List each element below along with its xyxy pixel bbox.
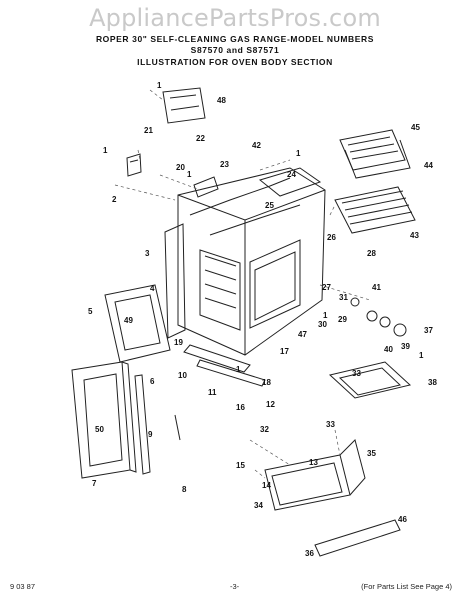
door-inner-panel xyxy=(104,284,171,363)
part-number-label: 1 xyxy=(103,146,108,155)
valve-ring xyxy=(393,323,407,337)
part-number-label: 5 xyxy=(88,307,93,316)
part-number-label: 1 xyxy=(296,149,301,158)
side-panel xyxy=(164,223,186,339)
diagram-title: ROPER 30" SELF-CLEANING GAS RANGE-MODEL … xyxy=(95,34,375,44)
part-number-label: 36 xyxy=(305,549,314,558)
hinge-bracket xyxy=(126,153,142,177)
part-number-label: 20 xyxy=(176,163,185,172)
oven-rack xyxy=(334,186,416,234)
part-number-label: 46 xyxy=(398,515,407,524)
diagram-subtitle: ILLUSTRATION FOR OVEN BODY SECTION xyxy=(137,57,333,67)
part-number-label: 2 xyxy=(112,195,117,204)
valve-knob xyxy=(379,316,391,328)
part-number-label: 8 xyxy=(182,485,187,494)
part-number-label: 17 xyxy=(280,347,289,356)
door-hinge xyxy=(174,414,181,441)
igniter xyxy=(350,297,360,307)
part-number-label: 14 xyxy=(262,481,271,490)
part-number-label: 19 xyxy=(174,338,183,347)
part-number-label: 10 xyxy=(178,371,187,380)
oven-door xyxy=(71,361,151,479)
rear-bracket xyxy=(162,87,206,124)
part-number-label: 29 xyxy=(338,315,347,324)
door-gasket xyxy=(183,344,251,373)
part-number-label: 26 xyxy=(327,233,336,242)
oven-body xyxy=(177,167,326,356)
part-number-label: 1 xyxy=(419,351,424,360)
part-number-label: 45 xyxy=(411,123,420,132)
part-number-label: 31 xyxy=(339,293,348,302)
part-number-label: 23 xyxy=(220,160,229,169)
part-number-label: 4 xyxy=(150,284,155,293)
part-number-label: 3 xyxy=(145,249,150,258)
part-number-label: 1 xyxy=(157,81,162,90)
part-number-label: 1 xyxy=(236,365,241,374)
part-number-label: 9 xyxy=(148,430,153,439)
part-number-label: 41 xyxy=(372,283,381,292)
part-number-label: 7 xyxy=(92,479,97,488)
part-number-label: 37 xyxy=(424,326,433,335)
part-number-label: 12 xyxy=(266,400,275,409)
part-number-label: 33 xyxy=(352,369,361,378)
part-number-label: 15 xyxy=(236,461,245,470)
part-number-label: 49 xyxy=(124,316,133,325)
footer-date: 9 03 87 xyxy=(10,582,36,591)
part-number-label: 40 xyxy=(384,345,393,354)
door-hinge-rod xyxy=(196,359,266,387)
part-number-label: 1 xyxy=(187,170,192,179)
part-number-label: 11 xyxy=(208,388,217,397)
broiler-pan xyxy=(339,129,411,179)
parts-list-reference: (For Parts List See Page 4) xyxy=(361,582,452,591)
storage-drawer xyxy=(264,439,366,511)
part-number-label: 34 xyxy=(254,501,263,510)
part-number-label: 22 xyxy=(196,134,205,143)
part-number-label: 35 xyxy=(367,449,376,458)
part-number-label: 32 xyxy=(260,425,269,434)
model-numbers: S87570 and S87571 xyxy=(190,45,280,55)
part-number-label: 25 xyxy=(265,201,274,210)
part-number-label: 39 xyxy=(401,342,410,351)
part-number-label: 30 xyxy=(318,320,327,329)
drawer-pan xyxy=(328,361,412,399)
part-number-label: 48 xyxy=(217,96,226,105)
part-number-label: 42 xyxy=(252,141,261,150)
part-number-label: 33 xyxy=(326,420,335,429)
part-number-label: 44 xyxy=(424,161,433,170)
part-number-label: 21 xyxy=(144,126,153,135)
part-number-label: 28 xyxy=(367,249,376,258)
part-number-label: 1 xyxy=(323,311,328,320)
part-number-label: 24 xyxy=(287,170,296,179)
part-number-labels: 1111111234567891011121314151617181920212… xyxy=(88,81,437,558)
kick-panel xyxy=(314,519,401,557)
top-vent xyxy=(193,176,219,198)
part-number-label: 43 xyxy=(410,231,419,240)
part-number-label: 50 xyxy=(95,425,104,434)
watermark: AppliancePartsPros.com xyxy=(89,4,381,32)
burner-orifice xyxy=(366,310,378,322)
part-number-label: 13 xyxy=(309,458,318,467)
page-number: -3- xyxy=(230,582,240,591)
part-number-label: 27 xyxy=(322,283,331,292)
part-number-label: 38 xyxy=(428,378,437,387)
part-number-label: 47 xyxy=(298,330,307,339)
part-number-label: 6 xyxy=(150,377,155,386)
part-number-label: 16 xyxy=(236,403,245,412)
part-number-label: 18 xyxy=(262,378,271,387)
